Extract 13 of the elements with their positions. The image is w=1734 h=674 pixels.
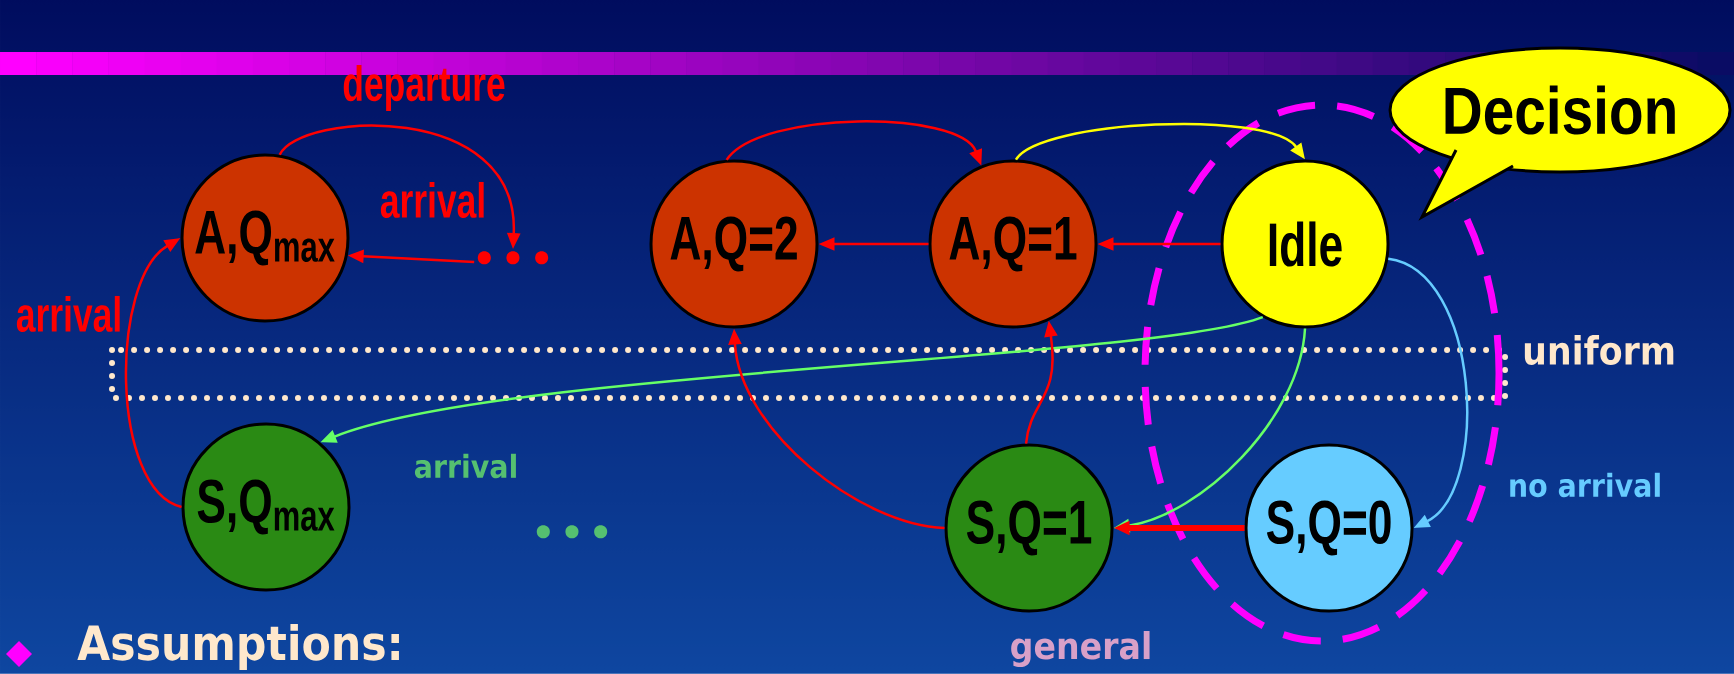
ellipsis: • • •: [536, 525, 608, 539]
edge-label: arrival: [414, 453, 516, 479]
speech-bubble: Decision: [1388, 46, 1732, 221]
ellipsis: • • •: [477, 251, 549, 265]
arrow: [124, 238, 183, 509]
edge-label: arrival: [16, 295, 120, 333]
distribution-label: uniform: [1524, 335, 1674, 365]
arrow: [1387, 257, 1469, 528]
edge-label: no arrival: [1510, 472, 1660, 498]
distribution-label: general: [1011, 631, 1150, 667]
edge-label: departure: [343, 65, 505, 111]
edge-label: arrival: [380, 181, 484, 219]
arrow: [1015, 122, 1305, 161]
